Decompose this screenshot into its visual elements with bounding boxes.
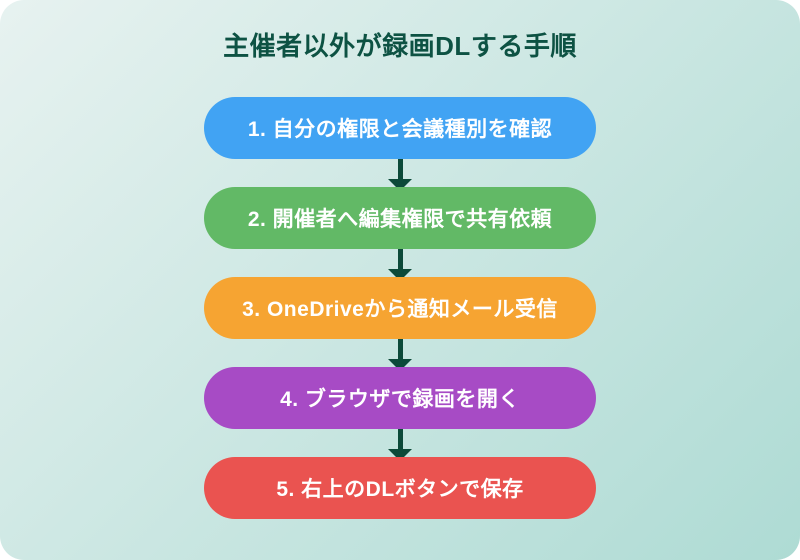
flow-step-label: 2. 開催者へ編集権限で共有依頼	[247, 208, 553, 231]
flow-step: 3. OneDriveから通知メール受信	[204, 277, 596, 339]
down-arrow-stem	[397, 429, 403, 449]
flow-step: 2. 開催者へ編集権限で共有依頼	[204, 187, 596, 249]
page-title: 主催者以外が録画DLする手順	[223, 31, 577, 61]
flow-step: 5. 右上のDLボタンで保存	[204, 457, 596, 519]
flow-step-label: 5. 右上のDLボタンで保存	[276, 478, 524, 501]
flow-step-label: 4. ブラウザで録画を開く	[280, 388, 520, 411]
flow-step: 1. 自分の権限と会議種別を確認	[204, 97, 596, 159]
flow-steps: 1. 自分の権限と会議種別を確認 2. 開催者へ編集権限で共有依頼 3. One…	[0, 97, 800, 519]
down-arrow-stem	[397, 159, 403, 179]
flow-step-label: 3. OneDriveから通知メール受信	[242, 298, 558, 321]
flow-step: 4. ブラウザで録画を開く	[204, 367, 596, 429]
down-arrow-stem	[397, 249, 403, 269]
flow-step-label: 1. 自分の権限と会議種別を確認	[247, 118, 553, 141]
down-arrow-stem	[397, 339, 403, 359]
